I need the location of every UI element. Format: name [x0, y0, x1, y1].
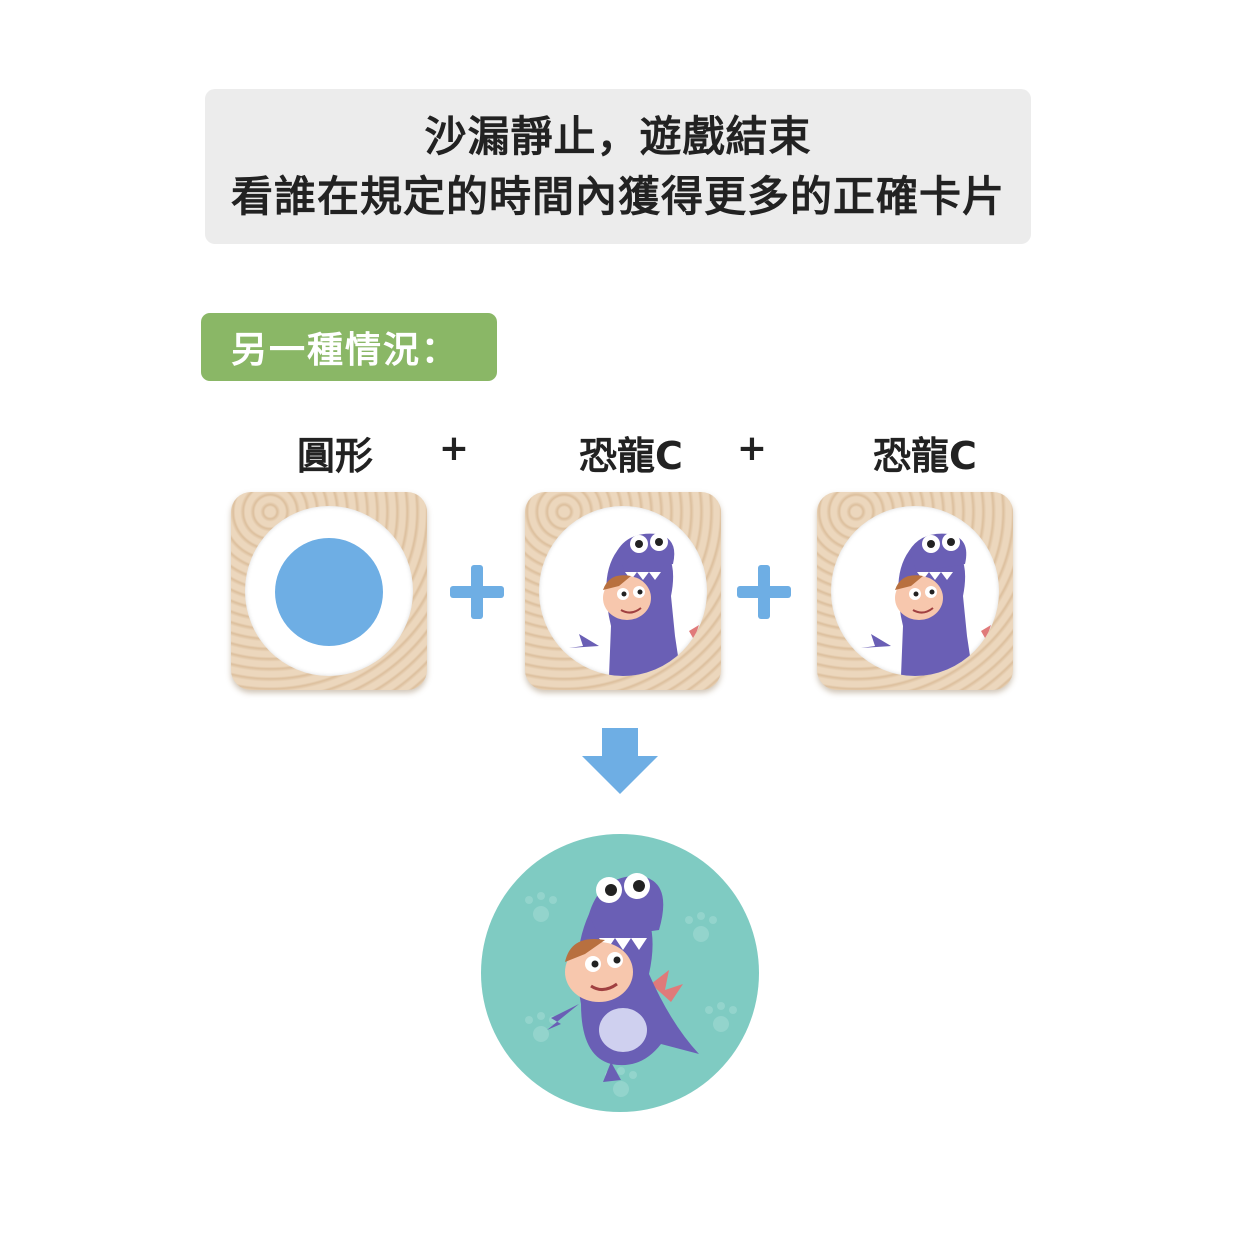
section-label: 另一種情況：: [201, 313, 497, 381]
dinosaur-kid-icon: [525, 873, 737, 1097]
blue-circle-icon: [275, 538, 383, 646]
result-card: [481, 834, 759, 1112]
plus-text-2: +: [736, 428, 768, 469]
plus-text-1: +: [438, 428, 470, 469]
die-label-2: 恐龍C: [579, 434, 683, 478]
info-line-1: 沙漏靜止，遊戲結束: [424, 111, 812, 161]
die-face: [245, 506, 413, 676]
die-label-1: 圓形: [296, 434, 374, 478]
die-label-3: 恐龍C: [873, 434, 977, 478]
plus-icon: [450, 565, 504, 619]
arrow-down-icon: [582, 728, 658, 794]
dinosaur-kid-icon: [569, 533, 705, 676]
info-box: 沙漏靜止，遊戲結束 看誰在規定的時間內獲得更多的正確卡片: [205, 89, 1031, 244]
dinosaur-kid-icon: [861, 533, 997, 676]
info-line-2: 看誰在規定的時間內獲得更多的正確卡片: [230, 171, 1005, 221]
die-dinosaur: [525, 492, 721, 690]
die-face: [539, 506, 707, 676]
die-dinosaur: [817, 492, 1013, 690]
die-circle: [231, 492, 427, 690]
die-face: [831, 506, 999, 676]
plus-icon: [737, 565, 791, 619]
